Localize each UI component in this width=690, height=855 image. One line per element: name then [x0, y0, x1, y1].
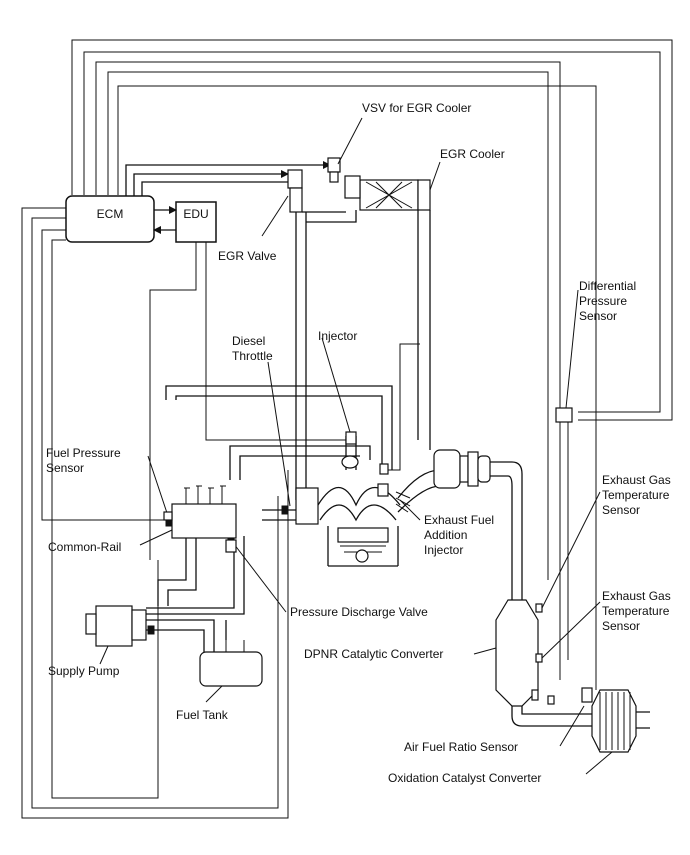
engine-block	[327, 526, 399, 567]
fuel-tank	[199, 640, 263, 703]
differential-pressure-sensor	[555, 289, 579, 680]
ecm-edu-links	[149, 206, 350, 560]
dpnr-catalytic-converter-label: DPNR Catalytic Converter	[304, 647, 443, 661]
injector-label: Injector	[318, 329, 357, 343]
diesel-throttle-label: Diesel Throttle	[232, 334, 273, 363]
vsv-egr-cooler-label: VSV for EGR Cooler	[362, 101, 471, 115]
fuel-tank-label: Fuel Tank	[176, 708, 229, 722]
ecm-block: ECM	[65, 195, 155, 243]
common-rail	[139, 455, 287, 613]
exhaust-gas-temp-sensor-2-label: Exhaust Gas Temperature Sensor	[602, 589, 674, 633]
ecm-actuator-links	[125, 161, 331, 196]
dpnr-catalytic-converter	[473, 491, 601, 707]
tail-pipe	[511, 687, 593, 747]
air-fuel-ratio-sensor-label: Air Fuel Ratio Sensor	[404, 740, 518, 754]
oxidation-catalyst-converter-label: Oxidation Catalyst Converter	[388, 771, 541, 785]
supply-pump	[85, 605, 155, 665]
pressure-discharge-valve-label: Pressure Discharge Valve	[290, 605, 428, 619]
vsv-egr-cooler	[327, 117, 363, 183]
egr-valve-label: EGR Valve	[218, 249, 277, 263]
fuel-pressure-sensor	[163, 511, 173, 521]
exhaust-gas-temp-sensor-1-label: Exhaust Gas Temperature Sensor	[602, 473, 674, 517]
common-rail-label: Common-Rail	[48, 540, 121, 554]
exhaust-fuel-addition-injector	[377, 343, 421, 521]
turbocharger	[433, 449, 523, 600]
ecm-label: ECM	[97, 207, 124, 221]
ecm-sensor-wiring	[21, 39, 673, 819]
exhaust-fuel-addition-injector-label: Exhaust Fuel Addition Injector	[424, 513, 497, 557]
pressure-discharge-valve	[225, 539, 237, 553]
differential-pressure-sensor-label: Differential Pressure Sensor	[579, 279, 639, 323]
fuel-pressure-sensor-label: Fuel Pressure Sensor	[46, 446, 124, 475]
oxidation-catalyst-converter	[585, 689, 650, 775]
labels: VSV for EGR Cooler EGR Cooler EGR Valve …	[46, 101, 674, 785]
egr-cooler-label: EGR Cooler	[440, 147, 505, 161]
edu-block: EDU	[175, 201, 217, 243]
diesel-throttle	[267, 361, 319, 525]
supply-pump-label: Supply Pump	[48, 664, 120, 678]
egr-piping	[295, 210, 431, 500]
fuel-lines	[146, 536, 245, 652]
cylinder-head	[317, 337, 401, 522]
intake-manifold	[165, 385, 393, 521]
egr-cooler	[344, 161, 441, 211]
edu-label: EDU	[183, 207, 208, 221]
